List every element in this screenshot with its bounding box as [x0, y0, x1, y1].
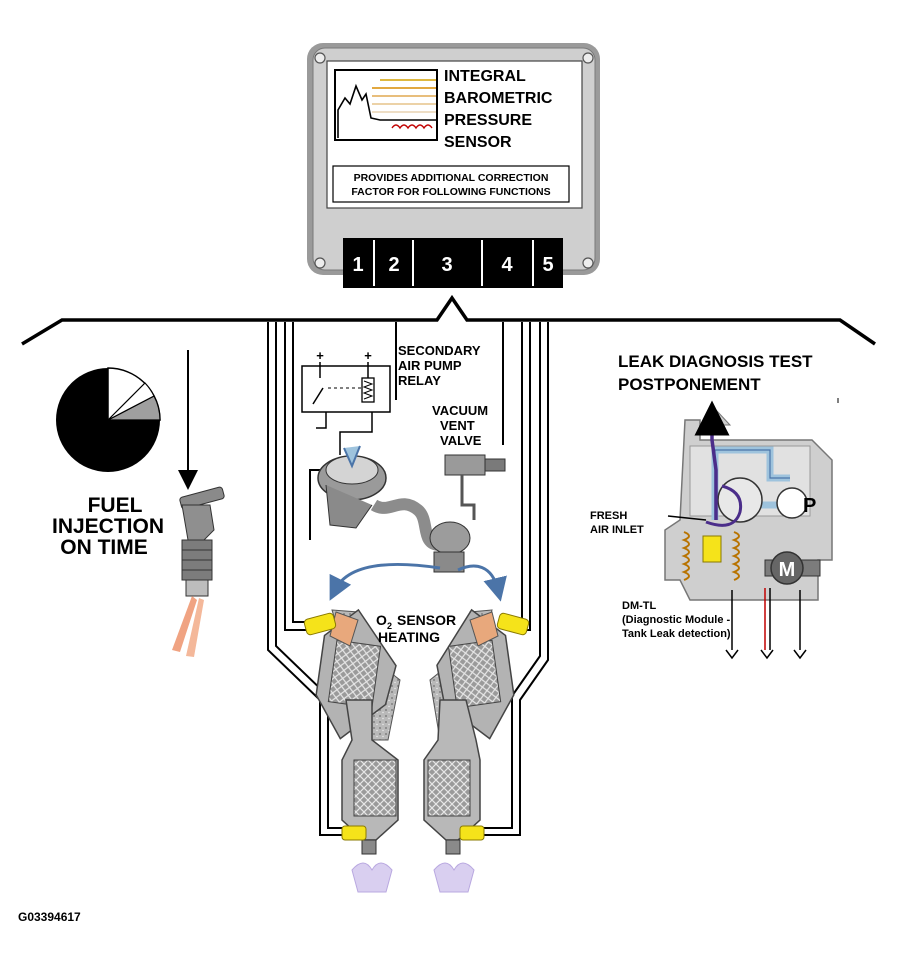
valve-label-line-2: VENT	[440, 418, 475, 433]
figure-id: G03394617	[18, 910, 81, 924]
leak-title-line-1: LEAK DIAGNOSIS TEST	[618, 352, 813, 371]
relay-terminal-plus-2: +	[364, 348, 372, 363]
ecu-module: INTEGRAL BAROMETRIC PRESSURE SENSOR PROV…	[307, 43, 600, 288]
ecu-title-line-2: BAROMETRIC	[444, 90, 553, 107]
secondary-air-pump	[317, 445, 387, 529]
fresh-air-line-2: AIR INLET	[590, 524, 644, 536]
ecu-note-box	[332, 165, 570, 203]
o2-label-sensor: SENSOR	[397, 612, 456, 628]
fuel-injection-pie-chart	[56, 367, 161, 472]
connector-pin-1: 1	[352, 254, 363, 276]
relay-label-line-1: SECONDARY	[398, 343, 481, 358]
ecu-title-line-1: INTEGRAL	[444, 68, 526, 85]
fuel-injector-icon	[172, 486, 225, 657]
o2-label-subscript: 2	[387, 621, 392, 631]
o2-label-o: O	[376, 612, 387, 628]
dmtl-module: P M	[664, 400, 833, 601]
relay-label-line-3: RELAY	[398, 373, 441, 388]
connector-pin-3: 3	[441, 254, 452, 276]
relay-label-line-2: AIR PUMP	[398, 358, 462, 373]
right-exhaust-bank	[423, 608, 515, 893]
o2-sensor-upstream-left	[303, 612, 337, 636]
air-flow-arrow-left	[329, 562, 441, 601]
vacuum-vent-valve	[444, 454, 506, 520]
dmtl-line-3: Tank Leak detection)	[622, 628, 731, 640]
connector-pin-4: 4	[501, 254, 513, 276]
o2-sensor-downstream-right	[459, 825, 485, 841]
relay-terminal-plus-1: +	[316, 348, 324, 363]
pressure-graph-icon	[334, 69, 438, 141]
ecu-title-line-4: SENSOR	[444, 134, 512, 151]
left-exhaust-bank	[315, 608, 401, 893]
connector-pin-2: 2	[388, 254, 399, 276]
dmtl-line-2: (Diagnostic Module -	[622, 614, 731, 626]
air-flow-arrow-right	[457, 564, 507, 602]
o2-label-heating: HEATING	[378, 629, 440, 645]
air-hose	[370, 498, 441, 551]
motor-letter-m: M	[779, 559, 796, 581]
ecu-title-line-3: PRESSURE	[444, 112, 532, 129]
ecu-note-line-2: FACTOR FOR FOLLOWING FUNCTIONS	[351, 186, 550, 198]
valve-label-line-1: VACUUM	[432, 403, 488, 418]
valve-label-line-3: VALVE	[440, 433, 482, 448]
secondary-air-pump-relay: + +	[301, 348, 391, 455]
o2-sensor-upstream-right	[496, 612, 530, 636]
ecu-note-line-1: PROVIDES ADDITIONAL CORRECTION	[354, 172, 549, 184]
function-bracket	[21, 294, 876, 346]
fuel-label-line-2: INJECTION	[52, 515, 164, 538]
fresh-air-pointer	[667, 515, 707, 521]
combi-valve	[429, 521, 471, 573]
dmtl-wiring	[725, 588, 807, 660]
pump-letter-p: P	[803, 495, 816, 517]
o2-sensor-downstream-left	[341, 825, 367, 841]
fuel-label-line-3: ON TIME	[60, 536, 148, 559]
connector-pin-5: 5	[542, 254, 553, 276]
fuel-label-line-1: FUEL	[88, 494, 143, 517]
dmtl-line-1: DM-TL	[622, 600, 656, 612]
leak-title-line-2: POSTPONEMENT	[618, 375, 761, 394]
ecu-connector: 1 2 3 4 5	[343, 238, 563, 288]
fresh-air-line-1: FRESH	[590, 510, 627, 522]
